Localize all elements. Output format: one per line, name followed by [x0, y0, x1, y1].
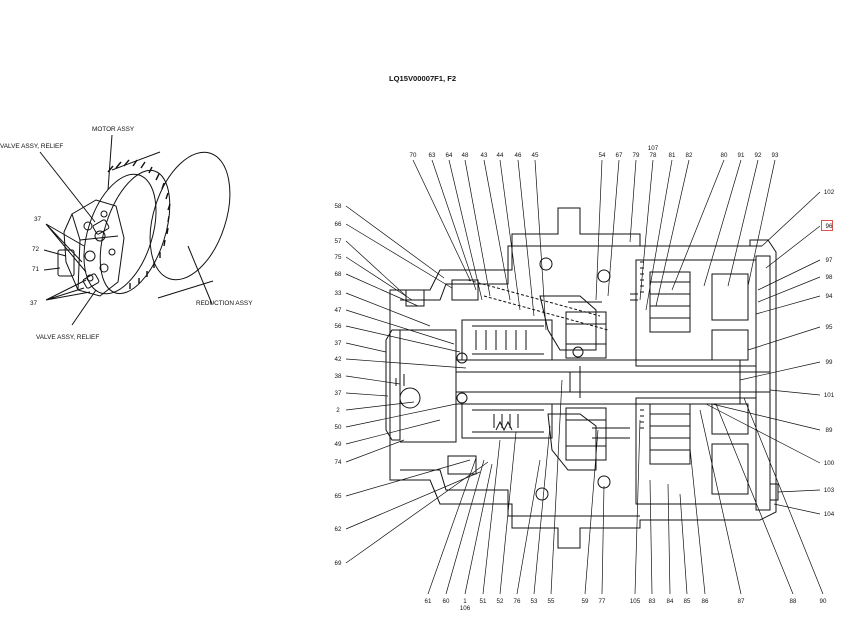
callout-top-8: 54 — [598, 152, 606, 159]
label-37-lower: 37 — [30, 300, 38, 307]
callout-left-8: 37 — [334, 340, 342, 347]
callout-top-11: 107 — [647, 145, 659, 152]
callout-bottom-11: 105 — [629, 598, 641, 605]
callout-bottom-10: 77 — [598, 598, 606, 605]
callout-left-4: 68 — [334, 271, 342, 278]
callout-bottom-7: 53 — [530, 598, 538, 605]
label-37-upper: 37 — [34, 216, 42, 223]
callout-right-11: 104 — [823, 511, 835, 518]
label-72: 72 — [32, 246, 40, 253]
callout-bottom-16: 87 — [737, 598, 745, 605]
callout-left-11: 37 — [334, 390, 342, 397]
callout-right-1: 96 — [825, 223, 833, 230]
callout-top-7: 45 — [531, 152, 539, 159]
callout-bottom-13: 84 — [666, 598, 674, 605]
callout-top-16: 91 — [737, 152, 745, 159]
callout-left-6: 47 — [334, 307, 342, 314]
callout-top-10: 79 — [632, 152, 640, 159]
callout-right-0: 102 — [823, 189, 835, 196]
cross-section-drawing — [385, 207, 779, 549]
label-71: 71 — [32, 266, 40, 273]
callout-left-15: 74 — [334, 459, 342, 466]
callout-bottom-9: 59 — [581, 598, 589, 605]
callout-top-0: 70 — [409, 152, 417, 159]
callout-left-10: 38 — [334, 373, 342, 380]
callout-bottom-1: 60 — [442, 598, 450, 605]
callout-right-3: 98 — [825, 274, 833, 281]
callout-right-4: 94 — [825, 293, 833, 300]
callout-left-3: 75 — [334, 254, 342, 261]
callout-top-5: 44 — [496, 152, 504, 159]
callout-top-4: 43 — [480, 152, 488, 159]
label-reduction-assy: REDUCTION ASSY — [196, 300, 253, 307]
callout-bottom-2: 106 — [459, 605, 471, 612]
callout-bottom-12: 83 — [648, 598, 656, 605]
callout-top-13: 81 — [668, 152, 676, 159]
callout-left-0: 58 — [334, 203, 342, 210]
callout-left-2: 57 — [334, 238, 342, 245]
label-relief-valve-top: VALVE ASSY, RELIEF — [0, 143, 64, 150]
callout-left-12: 2 — [336, 407, 340, 414]
callout-top-18: 93 — [771, 152, 779, 159]
callout-top-6: 46 — [514, 152, 522, 159]
callout-left-14: 49 — [334, 441, 342, 448]
callout-left-1: 66 — [334, 221, 342, 228]
callout-top-12: 78 — [649, 152, 657, 159]
callout-left-18: 69 — [334, 560, 342, 567]
callout-bottom-17: 88 — [789, 598, 797, 605]
callout-top-14: 82 — [685, 152, 693, 159]
callout-bottom-3: 1 — [463, 598, 467, 605]
callout-left-5: 33 — [334, 290, 342, 297]
callout-right-7: 101 — [823, 392, 835, 399]
callout-top-2: 64 — [445, 152, 453, 159]
callout-left-7: 56 — [334, 323, 342, 330]
callout-top-15: 80 — [720, 152, 728, 159]
callout-left-17: 62 — [334, 526, 342, 533]
callout-right-9: 100 — [823, 460, 835, 467]
label-motor-assy: MOTOR ASSY — [92, 126, 135, 133]
callout-right-8: 89 — [825, 427, 833, 434]
callout-left-16: 65 — [334, 493, 342, 500]
callout-bottom-4: 51 — [479, 598, 487, 605]
assembly-overview-drawing — [39, 134, 231, 326]
callout-right-5: 95 — [825, 324, 833, 331]
callout-bottom-8: 55 — [547, 598, 555, 605]
callout-right-6: 99 — [825, 359, 833, 366]
callout-left-13: 50 — [334, 424, 342, 431]
callout-right-2: 97 — [825, 257, 833, 264]
callout-left-9: 42 — [334, 356, 342, 363]
label-relief-valve-bottom: VALVE ASSY, RELIEF — [36, 334, 100, 341]
callout-bottom-18: 90 — [819, 598, 827, 605]
callout-top-1: 63 — [428, 152, 436, 159]
callout-top-3: 48 — [461, 152, 469, 159]
callout-right-10: 103 — [823, 487, 835, 494]
diagram-title: LQ15V00007F1, F2 — [389, 74, 457, 83]
callout-bottom-14: 85 — [683, 598, 691, 605]
callout-bottom-15: 86 — [701, 598, 709, 605]
callout-top-9: 67 — [615, 152, 623, 159]
callout-bottom-6: 76 — [513, 598, 521, 605]
callout-bottom-0: 61 — [424, 598, 432, 605]
callout-bottom-5: 52 — [496, 598, 504, 605]
callout-top-17: 92 — [754, 152, 762, 159]
